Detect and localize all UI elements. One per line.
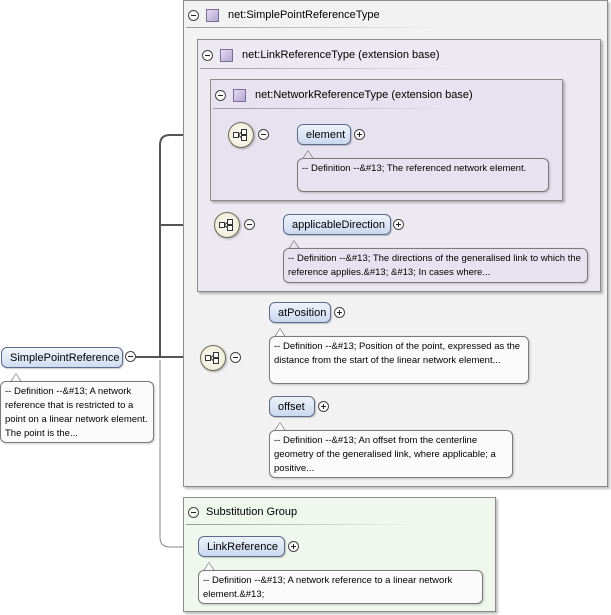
at-position-definition-note: -- Definition --&#13; Position of the po… bbox=[269, 336, 529, 384]
element-box-at-position[interactable]: atPosition bbox=[269, 302, 331, 323]
header-divider bbox=[186, 524, 416, 525]
callout-tail bbox=[203, 562, 215, 571]
expand-plus-icon[interactable] bbox=[334, 307, 345, 318]
callout-tail bbox=[302, 150, 314, 159]
substitution-group-title: Substitution Group bbox=[206, 506, 298, 518]
expand-plus-icon[interactable] bbox=[318, 401, 329, 412]
applicable-direction-definition-note: -- Definition --&#13; The directions of … bbox=[283, 248, 588, 283]
type-title: net:LinkReferenceType (extension base) bbox=[242, 49, 440, 61]
collapse-minus-icon[interactable] bbox=[215, 89, 226, 101]
header-divider bbox=[213, 108, 453, 109]
callout-tail bbox=[274, 422, 286, 431]
collapse-minus-icon[interactable] bbox=[244, 219, 255, 230]
offset-definition-note: -- Definition --&#13; An offset from the… bbox=[269, 430, 513, 478]
element-name: applicableDirection bbox=[292, 218, 385, 231]
root-element-box[interactable]: SimplePointReference bbox=[1, 347, 123, 368]
collapse-minus-icon[interactable] bbox=[230, 352, 241, 363]
sequence-compositor-icon[interactable] bbox=[228, 122, 254, 148]
element-box-offset[interactable]: offset bbox=[269, 396, 315, 417]
element-name: offset bbox=[278, 400, 305, 413]
element-name: SimplePointReference bbox=[10, 351, 120, 364]
sequence-compositor-icon[interactable] bbox=[214, 212, 240, 238]
element-name: LinkReference bbox=[207, 540, 278, 553]
element-definition-note: -- Definition --&#13; The referenced net… bbox=[297, 158, 549, 192]
collapse-minus-icon[interactable] bbox=[125, 351, 136, 362]
substitution-group-header: Substitution Group bbox=[188, 504, 297, 520]
link-reference-definition-note: -- Definition --&#13; A network referenc… bbox=[198, 570, 483, 604]
callout-tail bbox=[274, 328, 286, 337]
collapse-minus-icon[interactable] bbox=[258, 129, 269, 140]
definition-text: -- Definition --&#13; A network referenc… bbox=[5, 386, 148, 439]
complex-type-icon bbox=[233, 88, 246, 102]
definition-text: -- Definition --&#13; Position of the po… bbox=[274, 341, 521, 366]
complex-type-icon bbox=[220, 48, 233, 62]
expand-plus-icon[interactable] bbox=[288, 541, 299, 552]
sequence-compositor-icon[interactable] bbox=[200, 345, 226, 371]
complex-type-icon bbox=[206, 8, 219, 22]
definition-text: -- Definition --&#13; The directions of … bbox=[288, 253, 581, 278]
definition-text: -- Definition --&#13; A network referenc… bbox=[203, 575, 453, 600]
link-reference-type-header: net:LinkReferenceType (extension base) bbox=[202, 47, 440, 63]
header-divider bbox=[200, 68, 460, 69]
expand-plus-icon[interactable] bbox=[393, 219, 404, 230]
callout-tail bbox=[288, 240, 300, 249]
type-title: net:NetworkReferenceType (extension base… bbox=[255, 89, 473, 101]
network-reference-type-header: net:NetworkReferenceType (extension base… bbox=[215, 87, 473, 103]
element-name: atPosition bbox=[278, 306, 327, 319]
collapse-minus-icon[interactable] bbox=[188, 9, 199, 21]
expand-plus-icon[interactable] bbox=[354, 129, 365, 140]
element-box-element[interactable]: element bbox=[297, 124, 351, 145]
collapse-minus-icon[interactable] bbox=[202, 49, 213, 61]
definition-text: -- Definition --&#13; An offset from the… bbox=[274, 435, 496, 474]
definition-text: -- Definition --&#13; The referenced net… bbox=[302, 163, 527, 174]
element-box-applicable-direction[interactable]: applicableDirection bbox=[283, 214, 391, 235]
header-divider bbox=[186, 27, 446, 28]
type-title: net:SimplePointReferenceType bbox=[228, 9, 380, 21]
element-name: element bbox=[306, 128, 346, 141]
root-definition-note: -- Definition --&#13; A network referenc… bbox=[0, 381, 154, 443]
element-box-link-reference[interactable]: LinkReference bbox=[198, 536, 285, 557]
collapse-minus-icon[interactable] bbox=[188, 506, 199, 518]
simple-point-reference-type-header: net:SimplePointReferenceType bbox=[188, 7, 380, 23]
callout-tail bbox=[10, 373, 22, 382]
